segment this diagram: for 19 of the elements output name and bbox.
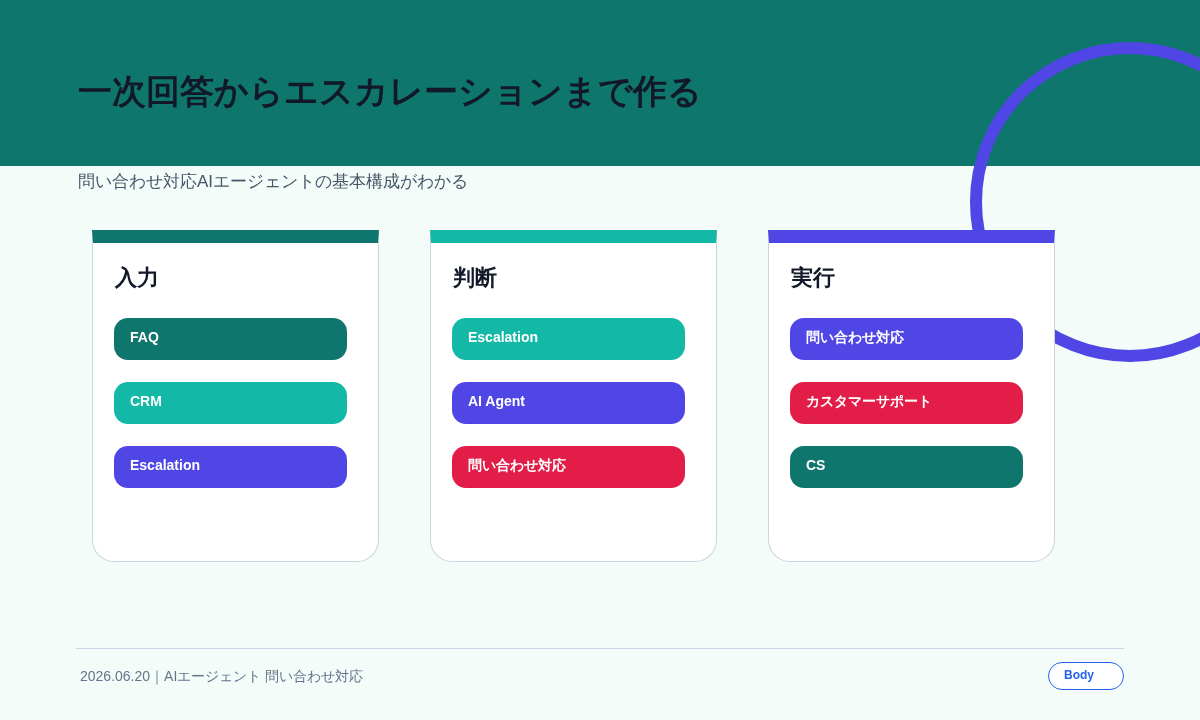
item-pill: FAQ [114, 318, 347, 360]
card-heading: 判断 [453, 265, 497, 291]
item-pill: CRM [114, 382, 347, 424]
card-heading: 入力 [115, 265, 159, 291]
subtitle: 問い合わせ対応AIエージェントの基本構成がわかる [78, 171, 469, 193]
card [92, 230, 379, 562]
tag-badge: Body [1048, 662, 1124, 690]
item-pill: CS [790, 446, 1023, 488]
item-pill: Escalation [452, 318, 685, 360]
footer-text: 2026.06.20｜AIエージェント 問い合わせ対応 [80, 667, 364, 686]
item-pill: 問い合わせ対応 [452, 446, 685, 488]
card [768, 230, 1055, 562]
item-pill: 問い合わせ対応 [790, 318, 1023, 360]
card-heading: 実行 [791, 265, 835, 291]
card [430, 230, 717, 562]
item-pill: Escalation [114, 446, 347, 488]
item-pill: AI Agent [452, 382, 685, 424]
item-pill: カスタマーサポート [790, 382, 1023, 424]
title: 一次回答からエスカレーションまで作る [78, 71, 702, 112]
